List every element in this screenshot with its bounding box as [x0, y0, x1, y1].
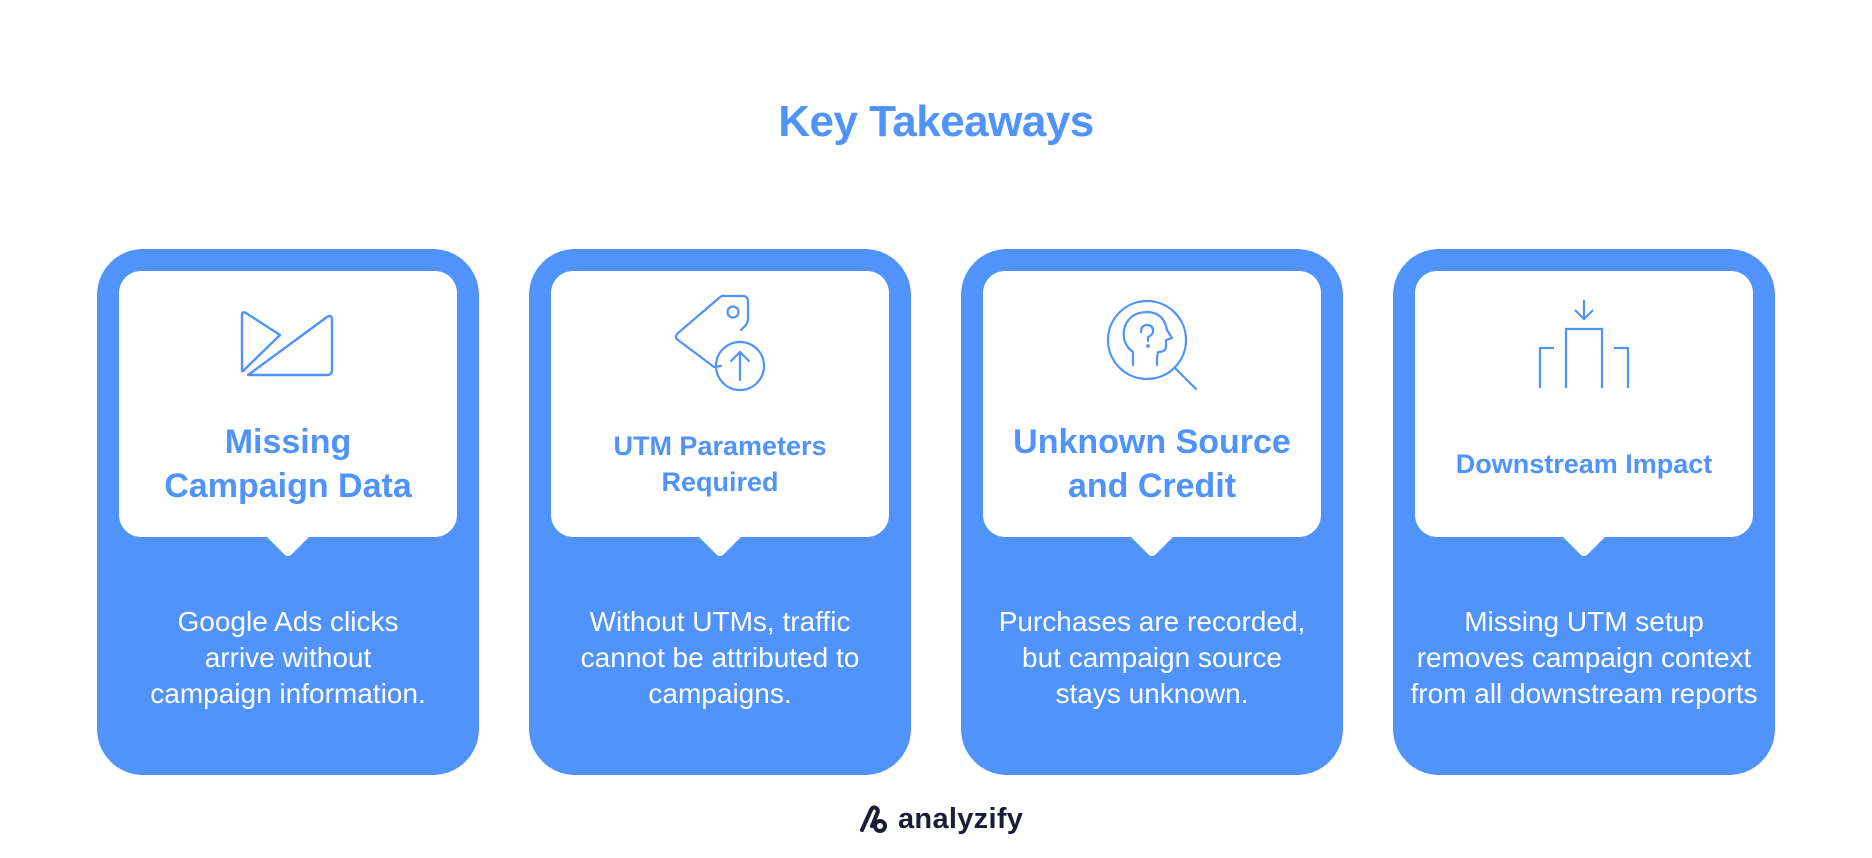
card-title-line: Unknown Source [1013, 423, 1291, 461]
takeaway-card-downstream-impact: Downstream Impact Missing UTM setup remo… [1393, 249, 1775, 775]
card-header-panel [551, 271, 889, 537]
brand-name: analyzify [898, 803, 1024, 835]
card-title: Missing Campaign Data [127, 419, 449, 509]
card-body: Without UTMs, traffic cannot be attribut… [543, 558, 897, 775]
card-body: Purchases are recorded, but campaign sou… [975, 558, 1329, 775]
card-title-line: Missing [224, 423, 352, 461]
tag-upload-icon [529, 249, 911, 409]
brand-logo: analyzify [858, 804, 1023, 834]
card-body-text: Missing UTM setup removes campaign conte… [1410, 605, 1758, 709]
card-title: UTM Parameters Required [559, 419, 881, 509]
card-title: Unknown Source and Credit [991, 419, 1313, 509]
card-title-line: Campaign Data [164, 467, 412, 505]
takeaway-card-missing-campaign-data: Missing Campaign Data Google Ads clicks … [97, 249, 479, 775]
card-header-panel [983, 271, 1321, 537]
card-title-line: and Credit [1067, 467, 1237, 505]
analyzify-logo-icon [860, 805, 887, 833]
speech-pointer [1560, 534, 1608, 556]
takeaway-card-utm-parameters-required: UTM Parameters Required Without UTMs, tr… [529, 249, 911, 775]
card-body-text: Google Ads clicks arrive without campaig… [150, 605, 426, 709]
card-body: Google Ads clicks arrive without campaig… [111, 558, 465, 775]
card-body-text: Without UTMs, traffic cannot be attribut… [580, 605, 860, 709]
downstream-bars-icon [1393, 249, 1775, 409]
play-triangle-icon [97, 249, 479, 409]
takeaway-card-unknown-source-and-credit: Unknown Source and Credit Purchases are … [961, 249, 1343, 775]
speech-pointer [1128, 534, 1176, 556]
unknown-person-search-icon [961, 249, 1343, 409]
card-title-line: Downstream Impact [1455, 449, 1713, 479]
card-header-panel [119, 271, 457, 537]
page-title: Key Takeaways [778, 97, 1094, 146]
card-title: Downstream Impact [1423, 419, 1745, 509]
card-body: Missing UTM setup removes campaign conte… [1407, 558, 1761, 775]
card-title-line: UTM Parameters [613, 431, 827, 461]
speech-pointer [264, 534, 312, 556]
card-body-text: Purchases are recorded, but campaign sou… [998, 605, 1306, 709]
card-title-line: Required [661, 467, 779, 497]
speech-pointer [696, 534, 744, 556]
